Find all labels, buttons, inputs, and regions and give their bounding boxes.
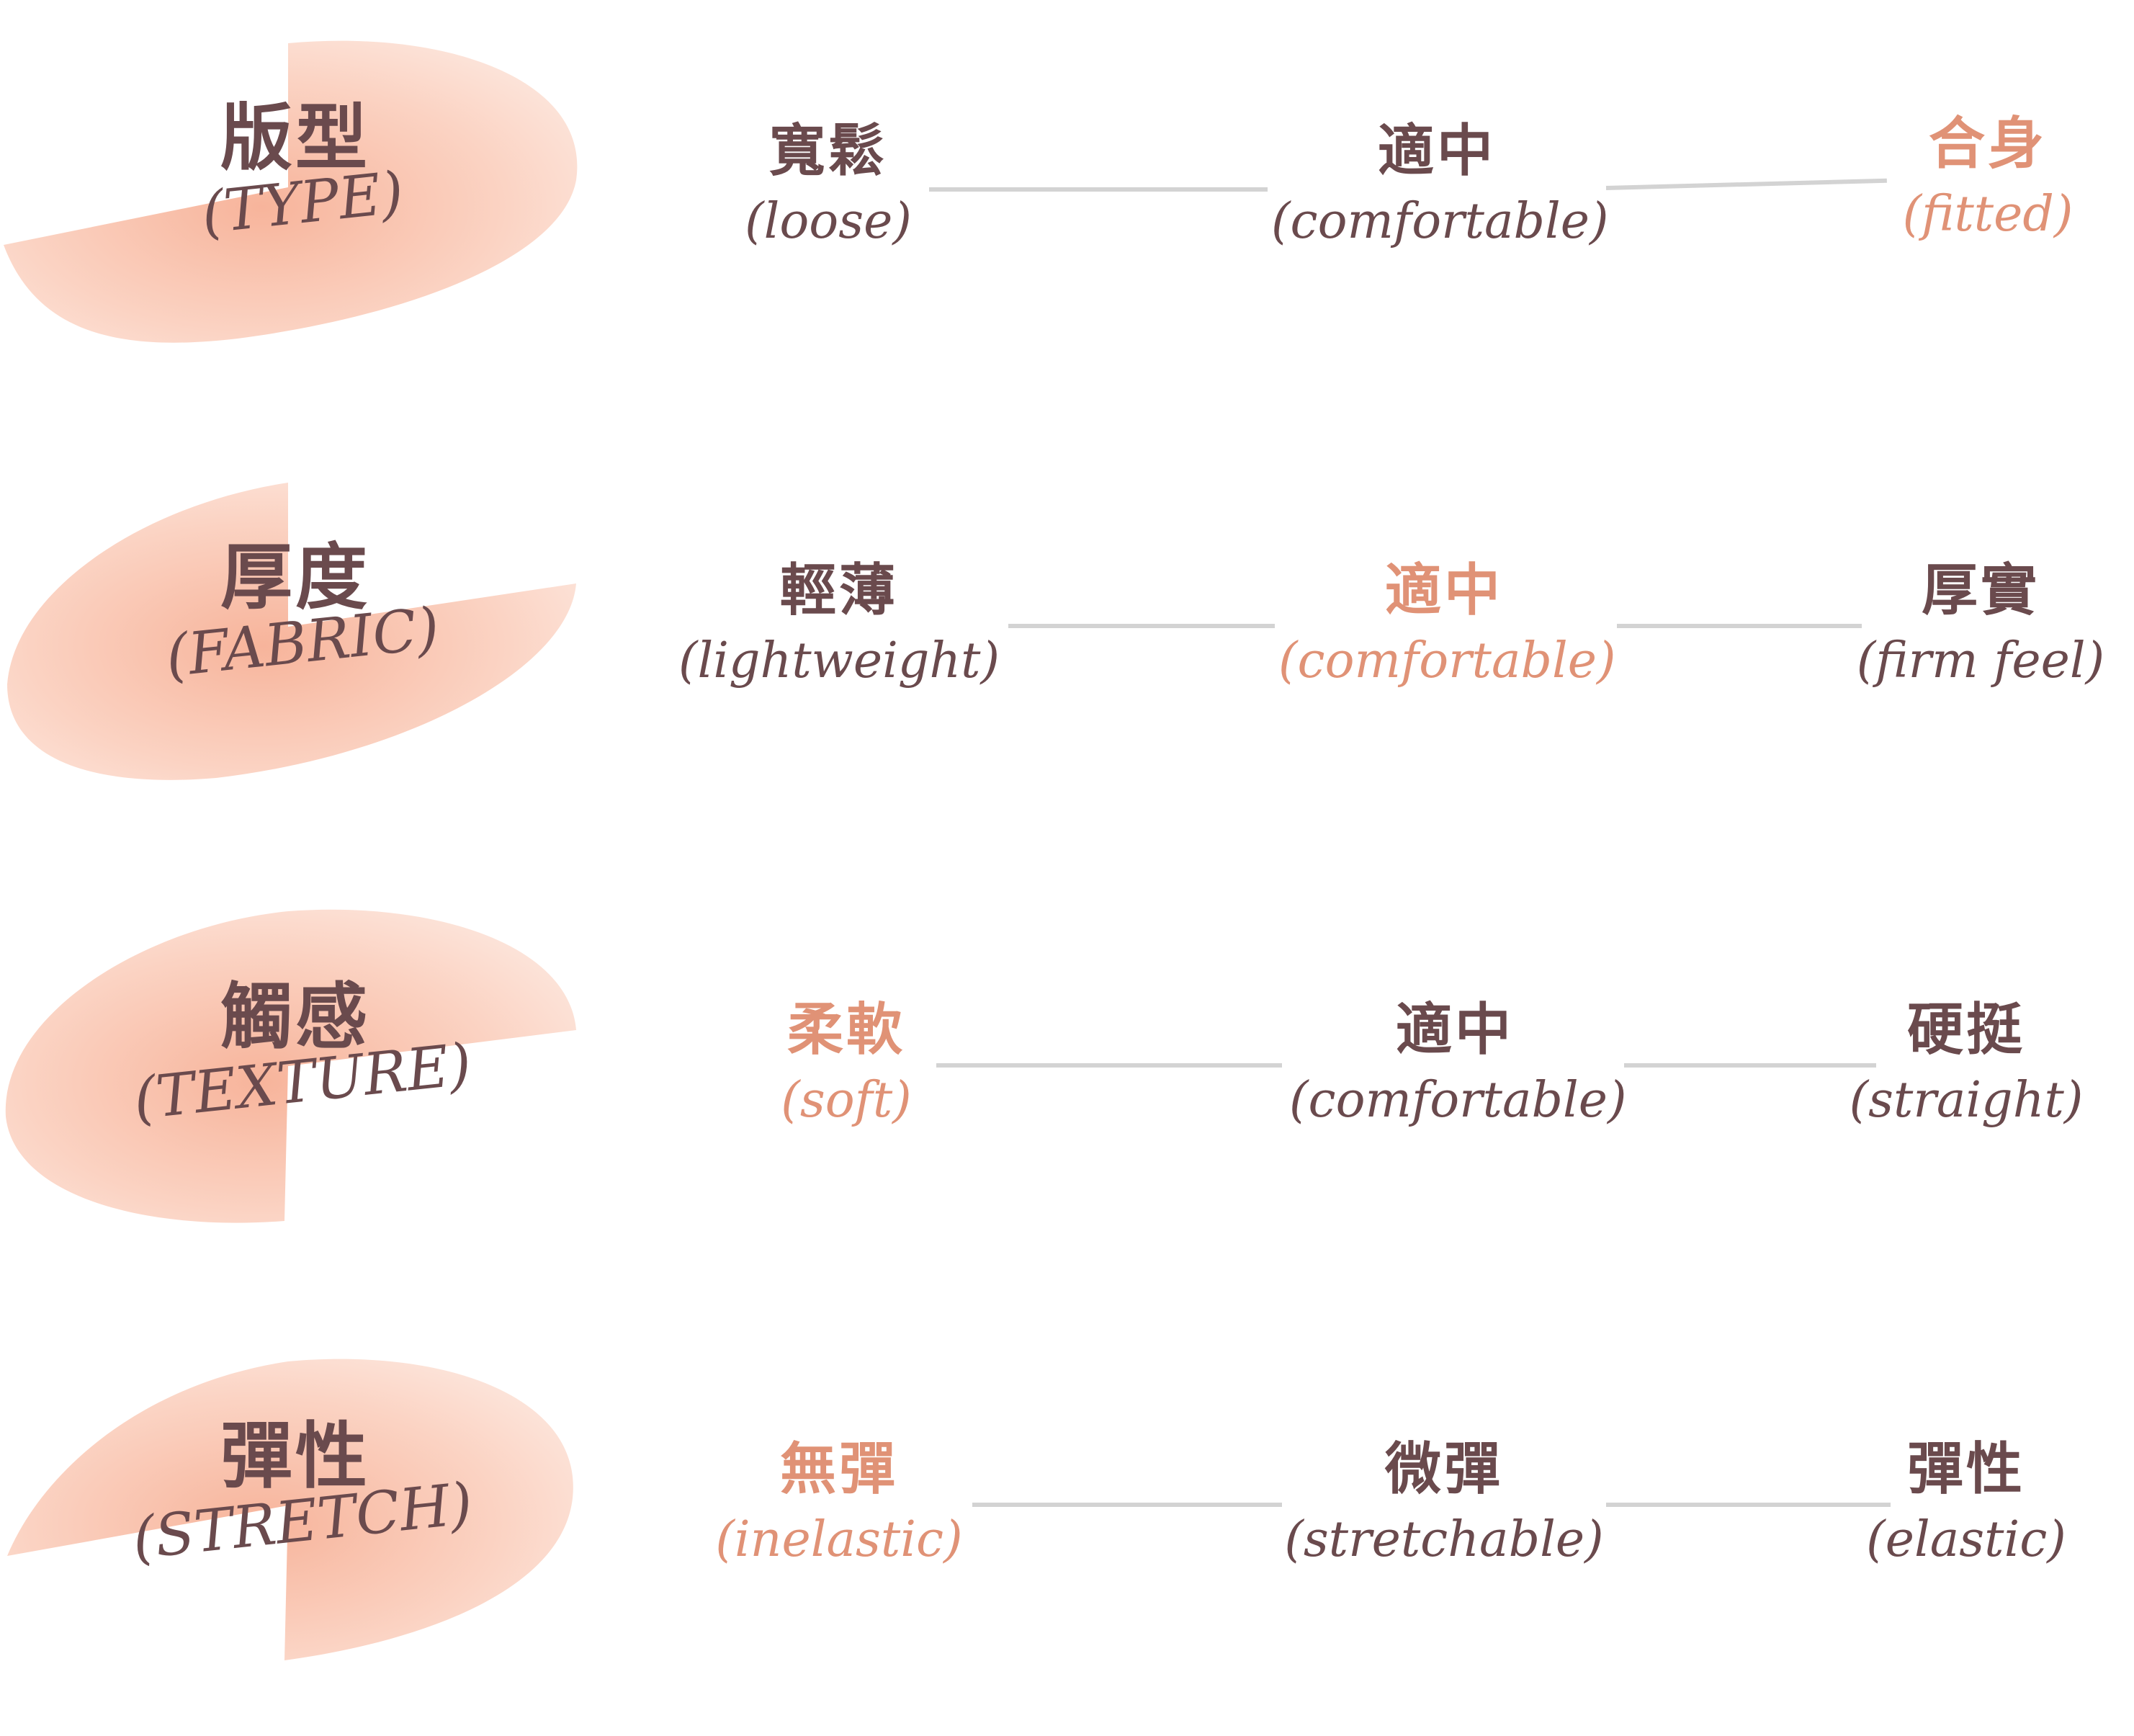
- badge-texture: 觸感 (TEXTURE): [0, 893, 591, 1297]
- option-label-en: (elastic): [1866, 1511, 2066, 1568]
- option-label-cn: 彈性: [1906, 1437, 2025, 1502]
- option-label-en: (firm feel): [1856, 632, 2105, 689]
- option-label-en: (loose): [745, 193, 912, 250]
- attribute-row-type: 版型 (TYPE) 寬鬆 (loose) 適中 (comfortable) 合身…: [0, 14, 2134, 418]
- option-label-en: (comfortable): [1271, 193, 1609, 250]
- attribute-row-fabric: 厚度 (FABRIC) 輕薄 (lightweight) 適中 (comfort…: [0, 454, 2134, 857]
- option-lightweight[interactable]: 輕薄 (lightweight): [673, 555, 1005, 696]
- option-soft[interactable]: 柔軟 (soft): [681, 994, 1012, 1135]
- badge-type: 版型 (TYPE): [0, 14, 591, 418]
- option-label-en: (fitted): [1902, 186, 2074, 243]
- option-inelastic[interactable]: 無彈 (inelastic): [673, 1433, 1005, 1575]
- attribute-title-cn: 彈性: [220, 1414, 370, 1498]
- option-label-cn: 合身: [1928, 112, 2047, 176]
- attribute-title-cn: 厚度: [220, 535, 370, 619]
- connector-line: [936, 1063, 1282, 1068]
- option-label-cn: 無彈: [779, 1437, 898, 1502]
- badge-fabric: 厚度 (FABRIC): [0, 454, 591, 857]
- option-label-cn: 適中: [1377, 119, 1496, 184]
- connector-line: [1624, 1063, 1876, 1068]
- connector-line: [1617, 624, 1862, 628]
- connector-line: [1008, 624, 1275, 628]
- option-label-cn: 柔軟: [786, 998, 905, 1062]
- option-label-en: (lightweight): [678, 632, 1000, 689]
- option-label-en: (soft): [781, 1072, 912, 1129]
- option-label-cn: 寬鬆: [768, 119, 887, 184]
- option-label-cn: 適中: [1395, 998, 1514, 1062]
- option-label-en: (inelastic): [715, 1511, 963, 1568]
- option-comfortable[interactable]: 適中 (comfortable): [1289, 994, 1627, 1135]
- badge-blob-icon: [7, 483, 576, 780]
- badge-blob-icon: [5, 909, 577, 1223]
- badge-blob-icon: [7, 1359, 573, 1660]
- option-comfortable[interactable]: 適中 (comfortable): [1278, 555, 1616, 696]
- attribute-title-cn: 版型: [220, 96, 370, 180]
- badge-blob-icon: [4, 40, 578, 343]
- option-comfortable[interactable]: 適中 (comfortable): [1271, 115, 1609, 256]
- connector-line: [1606, 1503, 1891, 1507]
- option-label-cn: 輕薄: [779, 558, 898, 623]
- attribute-title-cn: 觸感: [220, 975, 370, 1059]
- attribute-row-texture: 觸感 (TEXTURE) 柔軟 (soft) 適中 (comfortable) …: [0, 893, 2134, 1297]
- option-loose[interactable]: 寬鬆 (loose): [663, 115, 994, 256]
- connector-line: [929, 187, 1268, 192]
- option-label-en: (straight): [1849, 1072, 2084, 1129]
- option-label-cn: 厚實: [1921, 558, 2040, 623]
- attribute-row-stretch: 彈性 (STRETCH) 無彈 (inelastic) 微彈 (stretcha…: [0, 1333, 2134, 1736]
- option-elastic[interactable]: 彈性 (elastic): [1801, 1433, 2132, 1575]
- badge-stretch: 彈性 (STRETCH): [0, 1333, 591, 1736]
- option-label-en: (comfortable): [1289, 1072, 1627, 1129]
- option-stretchable[interactable]: 微彈 (stretchable): [1278, 1433, 1610, 1575]
- option-label-cn: 微彈: [1384, 1437, 1503, 1502]
- option-straight[interactable]: 硬挺 (straight): [1801, 994, 2132, 1135]
- connector-line: [972, 1503, 1282, 1507]
- option-label-en: (stretchable): [1284, 1511, 1604, 1568]
- option-label-en: (comfortable): [1278, 632, 1616, 689]
- option-label-cn: 適中: [1384, 558, 1503, 623]
- option-label-cn: 硬挺: [1906, 998, 2025, 1062]
- option-firm-feel[interactable]: 厚實 (firm feel): [1815, 555, 2134, 696]
- option-fitted[interactable]: 合身 (fitted): [1822, 108, 2134, 249]
